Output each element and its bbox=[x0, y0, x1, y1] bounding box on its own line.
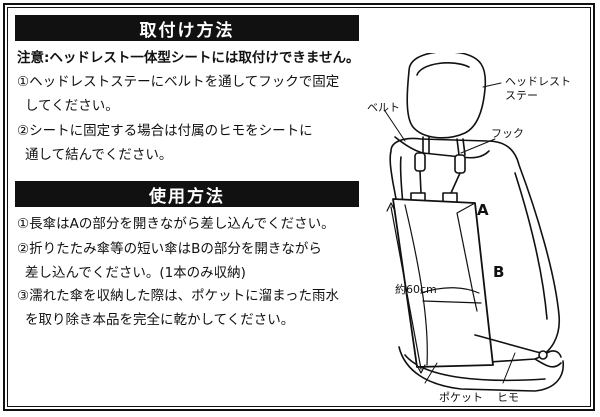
inner-border bbox=[7, 7, 591, 407]
usage-step-2-cont: 差し込んでください。(1本のみ収納) bbox=[25, 265, 246, 281]
label-belt: ベルト bbox=[367, 101, 400, 114]
label-headrest-stay-2: ステー bbox=[505, 89, 538, 102]
installation-title: 取付け方法 bbox=[139, 20, 235, 41]
label-pocket: ポケット bbox=[439, 391, 483, 404]
installation-step-2-cont: 通して結んでください。 bbox=[25, 147, 173, 163]
usage-step-3: ③濡れた傘を収納した際は、ポケットに溜まった雨水 bbox=[17, 288, 340, 304]
label-part-b: B bbox=[493, 263, 505, 281]
label-string: ヒモ bbox=[497, 391, 519, 404]
label-hook: フック bbox=[491, 127, 524, 140]
usage-title: 使用方法 bbox=[149, 186, 225, 207]
headrest-shape bbox=[406, 51, 487, 139]
label-headrest-stay-1: ヘッドレスト bbox=[505, 75, 571, 88]
car-seat-illustration: ヘッドレスト ステー ベルト フック A B 約60cm ポケット ヒモ bbox=[365, 51, 595, 413]
instruction-frame: 取付け方法 注意:ヘッドレスト一体型シートには取付けできません。 ①ヘッドレスト… bbox=[3, 3, 595, 411]
installation-step-1: ①ヘッドレストステーにベルトを通してフックで固定 bbox=[17, 74, 340, 90]
section-title-installation: 取付け方法 bbox=[15, 15, 359, 41]
seat-drawing bbox=[384, 51, 564, 392]
belt-strap bbox=[394, 136, 490, 159]
label-length: 約60cm bbox=[395, 283, 437, 296]
installation-step-1-cont: してください。 bbox=[25, 98, 119, 114]
holder-bag bbox=[392, 198, 494, 368]
label-part-a: A bbox=[477, 201, 489, 219]
installation-step-2: ②シートに固定する場合は付属のヒモをシートに bbox=[17, 123, 313, 139]
string-line bbox=[474, 334, 542, 354]
installation-note: 注意:ヘッドレスト一体型シートには取付けできません。 bbox=[17, 50, 360, 66]
usage-step-1: ①長傘はAの部分を開きながら差し込んでください。 bbox=[17, 216, 335, 232]
usage-step-3-cont: を取り除き本品を完全に乾かしてください。 bbox=[25, 312, 295, 328]
section-title-usage: 使用方法 bbox=[15, 181, 359, 207]
usage-step-2: ②折りたたみ傘等の短い傘はBの部分を開きながら bbox=[17, 241, 322, 257]
